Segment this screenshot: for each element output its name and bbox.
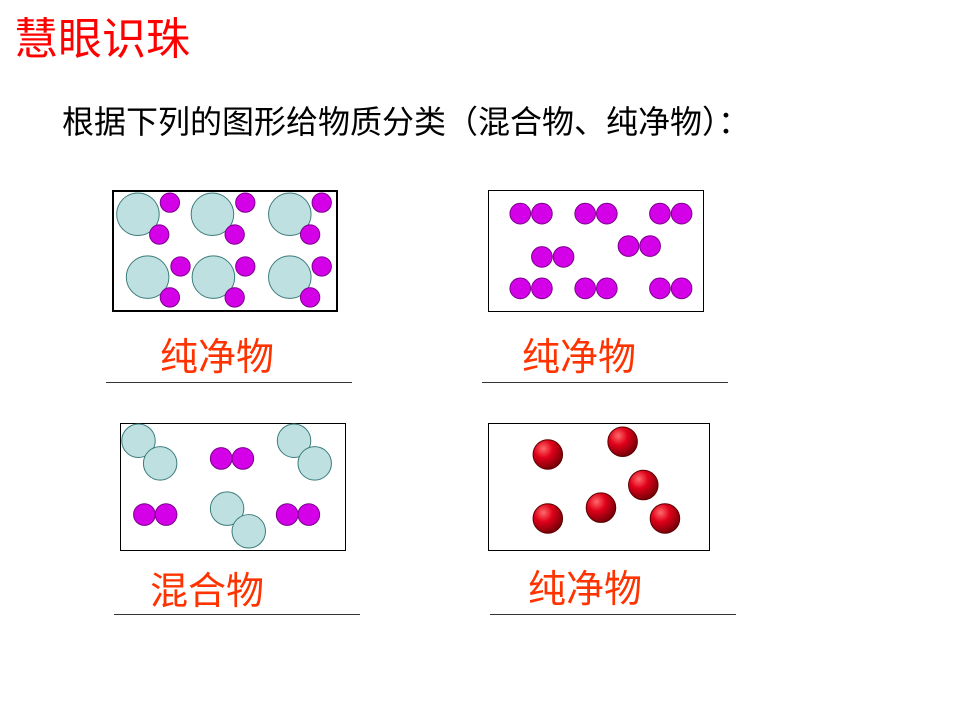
answer-2: 纯净物 [522, 335, 637, 379]
answer-line-1 [106, 382, 352, 383]
diagram-box-1 [112, 190, 338, 312]
answer-line-4 [490, 614, 736, 615]
slide-title: 慧眼识珠 [14, 14, 190, 65]
molecule-diagram-3 [121, 423, 332, 549]
instruction-text: 根据下列的图形给物质分类（混合物、纯净物）： [62, 103, 751, 141]
molecule-diagram-2 [509, 202, 693, 300]
answer-line-3 [114, 614, 360, 615]
diagram-box-2 [488, 190, 704, 312]
diagram-box-3 [120, 423, 346, 551]
molecule-diagram-4 [532, 426, 681, 534]
molecule-diagram-1 [116, 192, 332, 308]
answer-line-2 [482, 382, 728, 383]
diagram-box-4 [488, 423, 710, 551]
answer-3: 混合物 [150, 569, 265, 613]
answer-4: 纯净物 [528, 567, 643, 611]
answer-1: 纯净物 [160, 335, 275, 379]
